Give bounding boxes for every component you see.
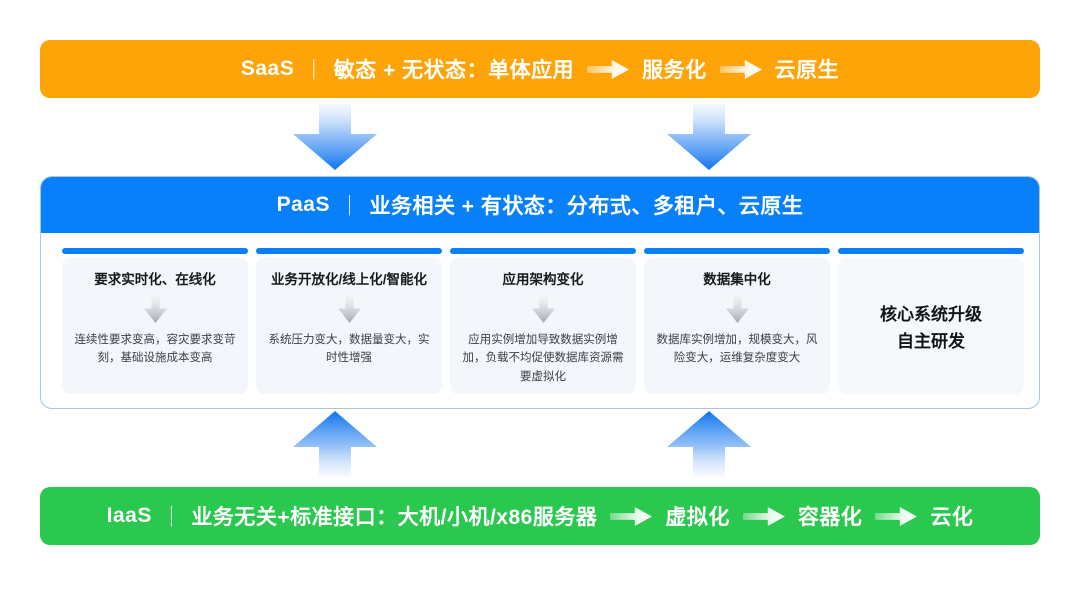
card-body: 连续性要求变高，容灾要求变苛刻，基础设施成本变高 (74, 333, 236, 365)
iaas-layer-bar: IaaS ｜ 业务无关+标准接口：大机/小机/x86服务器 虚拟化 容器化 云化 (40, 487, 1040, 545)
right-arrow-icon (742, 506, 785, 526)
separator: ｜ (160, 506, 183, 529)
saas-description: 敏态 + 无状态：单体应用 (333, 59, 575, 82)
pain-point-column: 业务开放化/线上化/智能化 系统压力变大，数据量变大，实时性增强 (256, 248, 442, 394)
card-accent-line (62, 248, 248, 254)
down-arrow-icon (725, 295, 749, 323)
paas-description: 业务相关 + 有状态：分布式、多租户、云原生 (369, 195, 804, 218)
right-arrow-icon (719, 59, 762, 79)
separator: ｜ (303, 59, 325, 82)
pain-point-column: 应用架构变化 应用实例增加导致数据实例增加，负载不均促使数据库资源需要虚拟化 (450, 248, 636, 394)
iaas-label: IaaS (106, 504, 152, 527)
highlight-line: 自主研发 (897, 331, 965, 351)
highlight-line: 核心系统升级 (880, 305, 982, 325)
card-title: 应用架构变化 (502, 272, 584, 287)
card-title: 数据集中化 (703, 272, 771, 287)
pain-point-column: 要求实时化、在线化 连续性要求变高，容灾要求变苛刻，基础设施成本变高 (62, 248, 248, 394)
card-title: 要求实时化、在线化 (94, 272, 216, 287)
pain-point-column: 数据集中化 数据库实例增加，规模变大，风险变大，运维复杂度变大 (644, 248, 830, 394)
card-title: 业务开放化/线上化/智能化 (270, 272, 427, 287)
down-arrow-icon (337, 295, 361, 323)
saas-label: SaaS (240, 57, 295, 80)
right-arrow-icon (610, 506, 653, 526)
right-arrow-icon (587, 59, 630, 79)
iaas-step: 虚拟化 (665, 506, 730, 529)
pain-point-card: 数据集中化 数据库实例增加，规模变大，风险变大，运维复杂度变大 (644, 258, 830, 394)
pain-point-cards: 要求实时化、在线化 连续性要求变高，容灾要求变苛刻，基础设施成本变高 业务开放化… (41, 233, 1039, 394)
pain-point-card: 业务开放化/线上化/智能化 系统压力变大，数据量变大，实时性增强 (256, 258, 442, 394)
paas-panel: PaaS ｜ 业务相关 + 有状态：分布式、多租户、云原生 要求实时化、在线化 … (40, 176, 1040, 409)
card-accent-line (256, 248, 442, 254)
card-body: 数据库实例增加，规模变大，风险变大，运维复杂度变大 (656, 333, 818, 365)
saas-step: 云原生 (774, 59, 840, 82)
highlight-card: 核心系统升级 自主研发 (838, 258, 1024, 394)
highlight-column: 核心系统升级 自主研发 (838, 248, 1024, 394)
pain-point-card: 应用架构变化 应用实例增加导致数据实例增加，负载不均促使数据库资源需要虚拟化 (450, 258, 636, 394)
saas-layer-bar: SaaS ｜ 敏态 + 无状态：单体应用 服务化 云原生 (40, 40, 1040, 98)
pain-point-card: 要求实时化、在线化 连续性要求变高，容灾要求变苛刻，基础设施成本变高 (62, 258, 248, 394)
separator: ｜ (338, 195, 361, 218)
iaas-step: 云化 (930, 506, 974, 529)
down-arrow-icon (667, 104, 751, 170)
iaas-step: 容器化 (797, 506, 863, 529)
card-body: 系统压力变大，数据量变大，实时性增强 (268, 333, 430, 365)
down-arrow-icon (143, 295, 167, 323)
paas-layer-bar: PaaS ｜ 业务相关 + 有状态：分布式、多租户、云原生 (41, 177, 1039, 233)
saas-step: 服务化 (642, 59, 707, 82)
iaas-description: 业务无关+标准接口：大机/小机/x86服务器 (191, 506, 598, 529)
down-arrow-icon (531, 295, 555, 323)
card-accent-line (450, 248, 636, 254)
card-body: 应用实例增加导致数据实例增加，负载不均促使数据库资源需要虚拟化 (462, 333, 624, 383)
card-accent-line (838, 248, 1024, 254)
up-arrow-icon (667, 411, 751, 477)
card-accent-line (644, 248, 830, 254)
paas-label: PaaS (276, 193, 330, 216)
down-arrow-icon (293, 104, 377, 170)
right-arrow-icon (875, 506, 918, 526)
up-arrow-icon (293, 411, 377, 477)
